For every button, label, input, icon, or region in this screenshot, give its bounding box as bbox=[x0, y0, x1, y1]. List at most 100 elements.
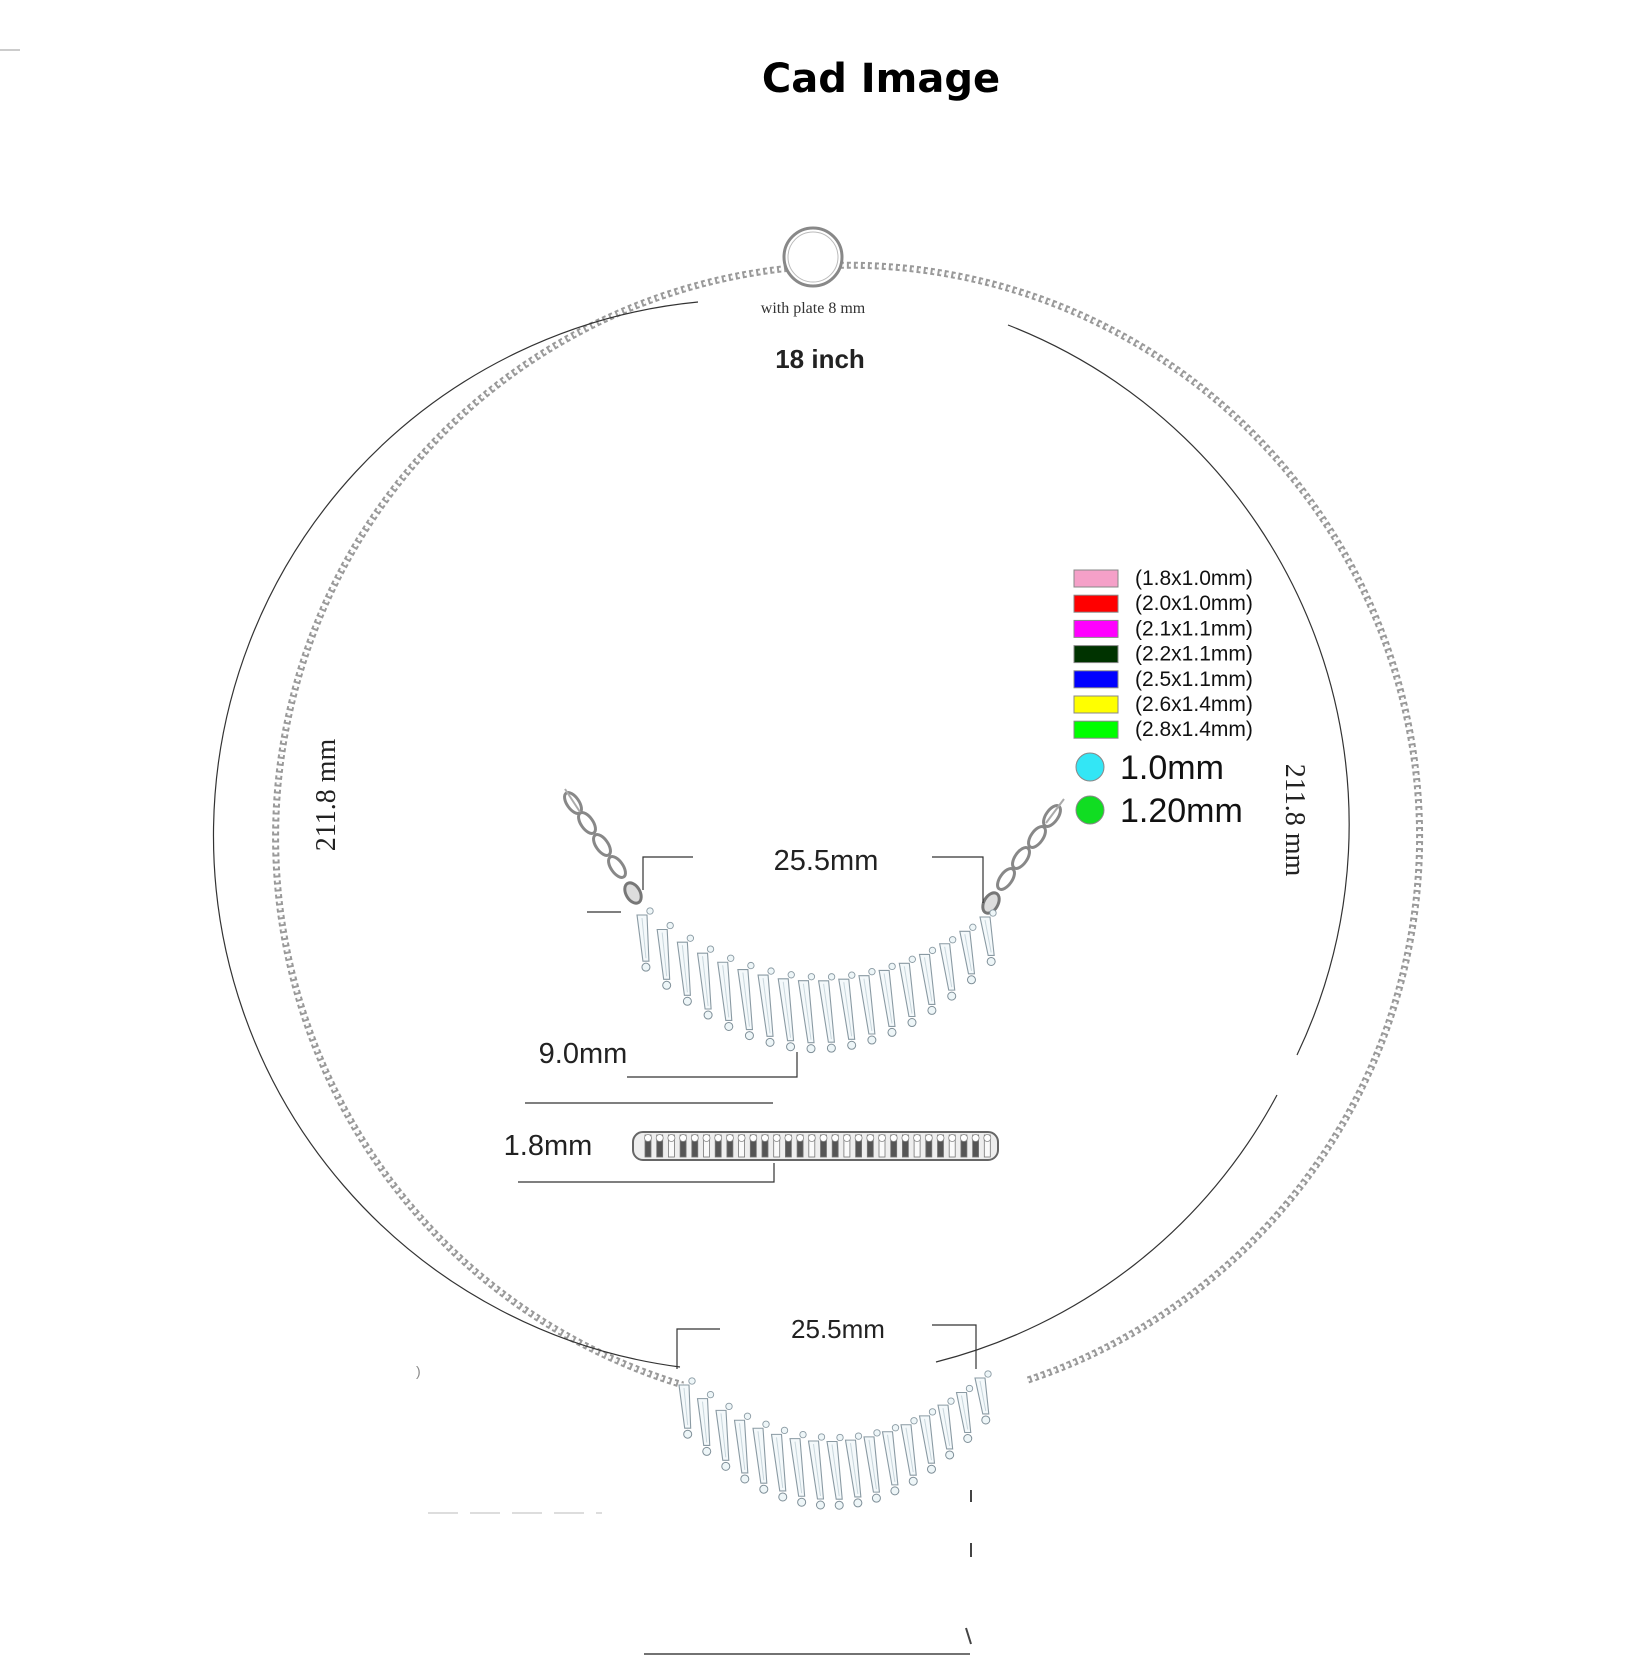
pendant-side-profile bbox=[632, 1131, 999, 1161]
profile-stone bbox=[772, 1134, 781, 1142]
plate-label: with plate 8 mm bbox=[761, 300, 866, 317]
baguette-stone bbox=[797, 980, 815, 1044]
baguette-facet bbox=[661, 932, 668, 977]
bottom-pendant-width-label: 25.5mm bbox=[791, 1314, 885, 1344]
baguette-stone bbox=[959, 930, 976, 975]
baguette-facet bbox=[863, 978, 873, 1032]
round-stone bbox=[815, 1500, 825, 1510]
legend-label-baguette: (2.5x1.1mm) bbox=[1135, 668, 1253, 691]
baguette-facet bbox=[944, 946, 953, 988]
legend-swatch-round bbox=[1075, 795, 1105, 825]
baguette-facet bbox=[757, 1431, 765, 1481]
legend-label-baguette: (2.2x1.1mm) bbox=[1135, 643, 1253, 666]
profile-stone bbox=[784, 1134, 793, 1142]
legend-swatch-baguette bbox=[1073, 619, 1119, 638]
baguette-stone bbox=[696, 1398, 711, 1446]
baguette-facet bbox=[905, 1427, 914, 1473]
dimension-arc-left bbox=[212, 301, 699, 1368]
baguette-stone bbox=[777, 978, 795, 1042]
baguette-stone bbox=[938, 943, 956, 991]
round-stone bbox=[826, 1043, 836, 1053]
round-stone bbox=[706, 945, 715, 953]
thickness-bracket bbox=[518, 1163, 775, 1183]
round-stone bbox=[928, 946, 937, 955]
pendant-width-label: 25.5mm bbox=[774, 845, 879, 877]
necklace-chain bbox=[272, 261, 1424, 1389]
pendant-height-label: 9.0mm bbox=[539, 1038, 628, 1070]
profile-stone bbox=[866, 1134, 875, 1142]
baguette-facet bbox=[742, 972, 750, 1027]
profile-stone bbox=[831, 1134, 840, 1142]
round-stone bbox=[836, 1433, 844, 1442]
legend-label-baguette: (2.1x1.1mm) bbox=[1135, 617, 1253, 640]
profile-stone bbox=[655, 1134, 664, 1142]
baguette-facet bbox=[722, 965, 730, 1018]
profile-stone bbox=[878, 1134, 886, 1142]
baguette-legend: (1.8x1.0mm)(2.0x1.0mm)(2.1x1.1mm)(2.2x1.… bbox=[1073, 567, 1253, 741]
round-stone bbox=[908, 1476, 918, 1486]
plate-ring bbox=[782, 226, 844, 288]
feather-pendant-front bbox=[636, 907, 997, 1054]
artifact-tick-3 bbox=[965, 1627, 972, 1645]
round-stone bbox=[887, 1027, 897, 1037]
round-stone bbox=[848, 971, 856, 979]
round-stone bbox=[727, 954, 735, 962]
round-stone bbox=[702, 1446, 712, 1456]
baguette-stone bbox=[826, 1440, 843, 1500]
profile-stone bbox=[983, 1134, 992, 1142]
round-stone bbox=[847, 1040, 857, 1050]
profile-stone bbox=[761, 1134, 769, 1142]
profile-stone bbox=[726, 1134, 734, 1142]
baguette-stone bbox=[844, 1439, 862, 1498]
length-label: 18 inch bbox=[775, 344, 865, 374]
baguette-stone bbox=[918, 1415, 936, 1464]
baguette-stone bbox=[636, 914, 650, 962]
baguette-facet bbox=[942, 1408, 951, 1447]
round-stone bbox=[762, 1420, 770, 1428]
baguette-facet bbox=[776, 1437, 784, 1489]
round-stone bbox=[703, 1010, 713, 1020]
round-stone bbox=[799, 1430, 807, 1439]
round-stone bbox=[724, 1021, 734, 1031]
dimension-arc-right-lower bbox=[935, 1094, 1278, 1363]
round-stone bbox=[926, 1464, 936, 1474]
baguette-stone bbox=[789, 1438, 806, 1497]
round-stone bbox=[797, 1497, 807, 1507]
profile-stone bbox=[702, 1134, 711, 1142]
round-stone bbox=[854, 1432, 863, 1440]
round-stone bbox=[778, 1492, 788, 1502]
artifact-mark: ) bbox=[416, 1363, 421, 1379]
baguette-facet bbox=[850, 1443, 859, 1495]
baguette-facet bbox=[979, 1380, 987, 1412]
profile-stone bbox=[644, 1134, 652, 1142]
round-stone bbox=[969, 923, 977, 931]
legend-swatch-baguette bbox=[1073, 695, 1119, 714]
round-stone bbox=[641, 962, 651, 972]
baguette-facet bbox=[903, 966, 913, 1014]
baguette-facet bbox=[702, 1401, 708, 1443]
baguette-stone bbox=[900, 1424, 917, 1476]
baguette-stone bbox=[937, 1404, 954, 1450]
profile-stone bbox=[807, 1134, 816, 1142]
profile-stone bbox=[854, 1134, 863, 1142]
baguette-facet bbox=[641, 917, 647, 959]
legend-swatch-baguette bbox=[1073, 720, 1119, 739]
baguette-facet bbox=[924, 1418, 932, 1461]
round-stone bbox=[744, 1031, 754, 1041]
profile-stone bbox=[936, 1134, 945, 1142]
baguette-facet bbox=[782, 981, 792, 1038]
baguette-stone bbox=[696, 952, 712, 1010]
round-stone bbox=[945, 1450, 955, 1460]
round-stone bbox=[834, 1500, 844, 1510]
round-stone bbox=[948, 936, 957, 944]
profile-stone bbox=[948, 1134, 957, 1142]
baguette-facet bbox=[702, 956, 709, 1007]
baguette-stone bbox=[757, 974, 774, 1037]
width-bracket-left bbox=[642, 856, 693, 890]
round-stone bbox=[646, 907, 654, 915]
legend-label-round: 1.20mm bbox=[1120, 792, 1243, 830]
baguette-facet bbox=[681, 945, 688, 993]
baguette-stone bbox=[863, 1436, 881, 1493]
round-stone bbox=[780, 1426, 789, 1435]
